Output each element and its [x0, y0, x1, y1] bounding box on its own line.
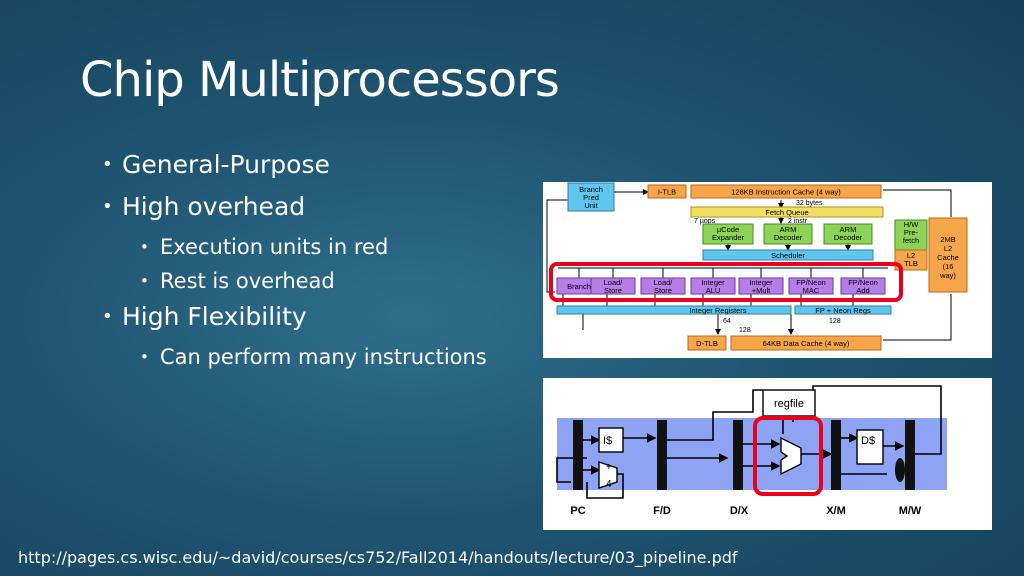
exec-unit-label: Integer+Mult — [749, 278, 773, 295]
stage-labels: PC F/D D/X X/M M/W — [570, 505, 922, 517]
scheduler-label: Scheduler — [771, 251, 805, 260]
icache-label: I$ — [603, 435, 612, 447]
bus-64-label: 64 — [723, 318, 731, 325]
pipeline-latch — [905, 420, 915, 490]
exec-unit-box — [788, 277, 834, 295]
fp-neon-regs-box — [794, 305, 892, 315]
exec-unit-box — [738, 277, 784, 295]
stage-label: PC — [570, 505, 585, 517]
stage-label: D/X — [730, 505, 749, 517]
itlb-label: I-TLB — [658, 188, 676, 197]
instr-label: 2 instr — [788, 218, 808, 225]
itlb-box — [647, 184, 687, 199]
stage-label: M/W — [899, 505, 922, 517]
dtlb-box — [687, 335, 727, 351]
subbullet-execution-units: Execution units in red — [138, 234, 530, 260]
alu-shape — [780, 436, 802, 476]
ucode-expander-box — [702, 223, 754, 245]
stage-label: F/D — [653, 505, 671, 517]
bullet-list: General-Purpose High overhead Execution … — [100, 150, 530, 378]
exec-unit-box — [840, 277, 886, 295]
adder-four-label: 4 — [606, 479, 612, 490]
scheduler-box — [702, 249, 874, 261]
fetch-queue-label: Fetch Queue — [765, 208, 808, 217]
pipeline-latch — [657, 420, 667, 490]
pipeline-svg: + 4 I$ regfile D$ PC F/D D/X X/M M/W — [556, 385, 947, 517]
bullet-high-overhead: High overhead — [100, 192, 530, 222]
dcache-box — [730, 335, 882, 351]
pipeline-latch — [733, 420, 743, 490]
bullet-high-flexibility: High Flexibility — [100, 302, 530, 332]
exec-unit-label: Load/Store — [604, 278, 624, 295]
stage-label: X/M — [826, 505, 846, 517]
regfile-label: regfile — [774, 398, 804, 410]
bullet-general-purpose: General-Purpose — [100, 150, 530, 180]
bytes-32-label: 32 bytes — [796, 200, 823, 207]
fp-neon-regs-label: FP + Neon Regs — [815, 306, 871, 315]
icache-label: 128KB Instruction Cache (4 way) — [731, 188, 841, 197]
regfile-box — [762, 389, 816, 417]
integer-registers-label: Integer Registers — [689, 306, 746, 315]
arm-decoder-2-box — [823, 223, 873, 245]
l2-tlb-box — [894, 249, 928, 271]
pipeline-latch — [573, 420, 583, 490]
exec-unit-box — [690, 277, 736, 295]
subbullet-rest-overhead: Rest is overhead — [138, 268, 530, 294]
dtlb-label: D-TLB — [696, 339, 718, 348]
icache-box — [598, 427, 624, 453]
exec-unit-label: Load/Store — [654, 278, 674, 295]
alu-highlight — [753, 416, 823, 496]
exec-unit-box — [590, 277, 636, 295]
fetch-queue-box — [690, 206, 884, 218]
arm-decoder-1-box — [763, 223, 813, 245]
pc-adder — [598, 461, 618, 489]
dcache-label: 64KB Data Cache (4 way) — [763, 339, 850, 348]
dcache-box — [856, 429, 884, 465]
dcache-label: D$ — [861, 435, 875, 447]
integer-registers-box — [556, 305, 792, 315]
exec-unit-label: Branch — [567, 282, 591, 291]
l2-cache-box — [928, 217, 968, 293]
execution-units-highlight — [549, 262, 903, 302]
icache-box — [690, 184, 882, 199]
pipeline-latches — [573, 420, 915, 490]
writeback-mux — [895, 458, 905, 482]
bus-128b-label: 128 — [739, 327, 751, 334]
slide-title: Chip Multiprocessors — [80, 52, 560, 108]
exec-unit-box — [640, 277, 686, 295]
pipeline-latch — [831, 420, 841, 490]
branch-pred-unit — [567, 182, 615, 212]
adder-plus-label: + — [606, 462, 612, 473]
bus-128a-label: 128 — [829, 318, 841, 325]
pipeline-diagram: + 4 I$ regfile D$ PC F/D D/X X/M M/W — [543, 378, 992, 530]
subbullet-many-instructions: Can perform many instructions — [138, 344, 530, 370]
uops-label: 7 µops — [694, 218, 716, 225]
source-url: http://pages.cs.wisc.edu/~david/courses/… — [18, 548, 738, 567]
